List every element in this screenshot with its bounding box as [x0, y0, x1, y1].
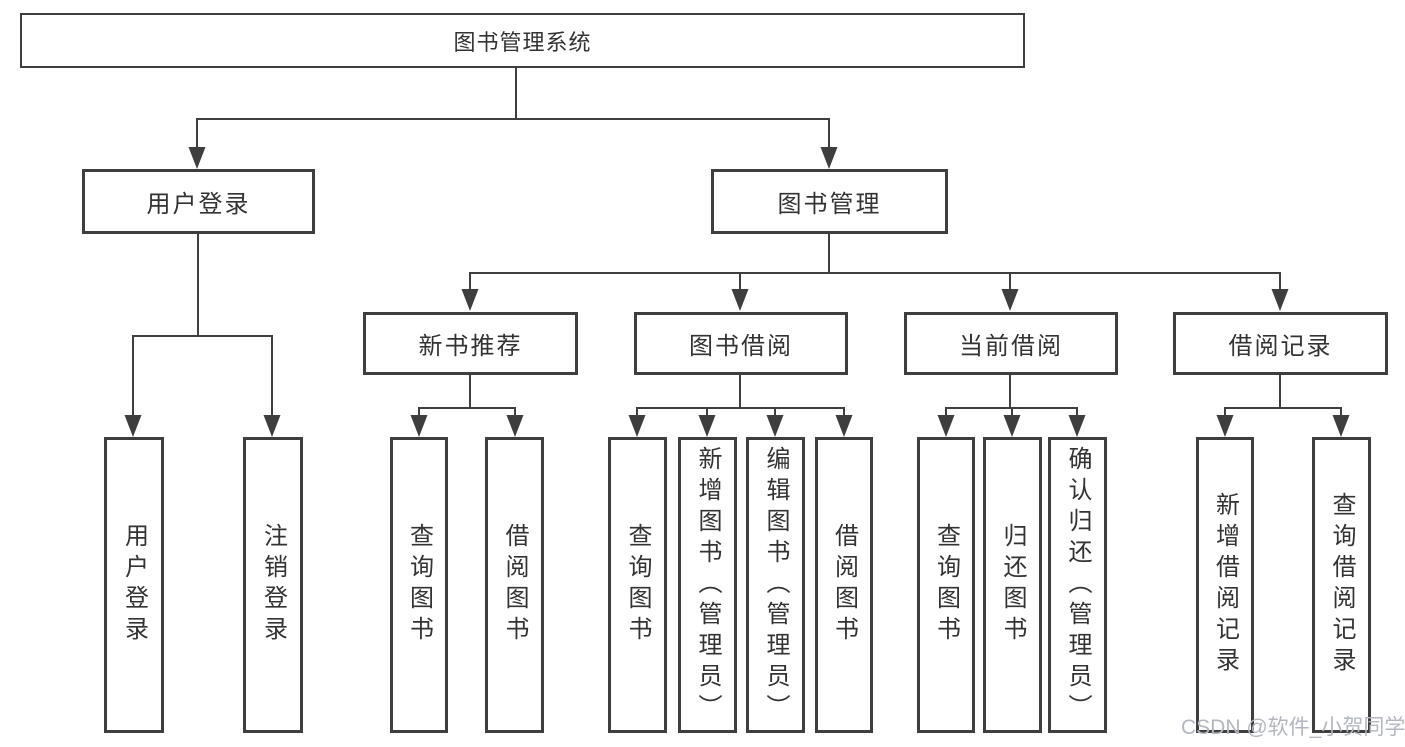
node-new-book-recommendation: 新书推荐	[363, 312, 578, 375]
arrow-down-icon	[188, 147, 206, 169]
node-label: 用户登录	[120, 523, 148, 647]
arrow-down-icon	[766, 415, 784, 437]
arrow-down-icon	[698, 415, 716, 437]
arrow-down-icon	[263, 415, 281, 437]
node-label: 图书管理	[777, 191, 882, 218]
leaf-query-books-recommend: 查询图书	[390, 437, 448, 733]
leaf-query-borrow-record: 查询借阅记录	[1312, 437, 1371, 733]
node-label: 新增图书（管理员）	[694, 445, 721, 725]
node-book-management: 图书管理	[711, 169, 948, 234]
node-library-management-system: 图书管理系统	[20, 13, 1025, 68]
arrow-down-icon	[1003, 415, 1021, 437]
node-label: 编辑图书（管理员）	[762, 445, 789, 725]
arrow-down-icon	[124, 415, 142, 437]
node-label: 借阅图书	[501, 523, 528, 647]
arrow-down-icon	[1068, 415, 1086, 437]
arrow-down-icon	[731, 289, 749, 311]
node-user-login: 用户登录	[82, 169, 315, 234]
arrow-down-icon	[628, 415, 646, 437]
leaf-query-books-borrowing: 查询图书	[608, 437, 667, 733]
leaf-add-books-admin: 新增图书（管理员）	[678, 437, 737, 733]
node-label: 确认归还（管理员）	[1064, 445, 1091, 725]
node-label: 当前借阅	[959, 333, 1063, 360]
arrow-down-icon	[506, 415, 524, 437]
leaf-borrow-books: 借阅图书	[815, 437, 873, 733]
leaf-user-login: 用户登录	[104, 437, 164, 733]
node-book-borrowing: 图书借阅	[634, 312, 848, 375]
node-label: 用户登录	[146, 191, 251, 218]
arrow-down-icon	[1332, 415, 1350, 437]
node-label: 新增借阅记录	[1211, 492, 1239, 678]
leaf-borrow-books-recommend: 借阅图书	[485, 437, 544, 733]
arrow-down-icon	[410, 415, 428, 437]
arrow-down-icon	[1001, 289, 1019, 311]
arrow-down-icon	[1216, 415, 1234, 437]
arrow-down-icon	[937, 415, 955, 437]
node-label: 归还图书	[999, 523, 1026, 647]
node-label: 查询借阅记录	[1328, 492, 1355, 678]
node-label: 图书管理系统	[453, 29, 592, 55]
leaf-logout-login: 注销登录	[243, 437, 303, 733]
node-label: 注销登录	[259, 523, 287, 647]
arrow-down-icon	[835, 415, 853, 437]
node-borrowing-records: 借阅记录	[1173, 312, 1388, 375]
node-label: 新书推荐	[418, 333, 523, 360]
node-label: 借阅图书	[830, 523, 858, 647]
arrow-down-icon	[461, 289, 479, 311]
node-label: 图书借阅	[689, 333, 793, 360]
node-label: 查询图书	[932, 523, 960, 647]
arrow-down-icon	[1271, 289, 1289, 311]
leaf-return-books: 归还图书	[983, 437, 1042, 733]
connector-lines	[132, 68, 1342, 433]
leaf-edit-books-admin: 编辑图书（管理员）	[746, 437, 805, 733]
csdn-watermark: CSDN @软件_小贺同学	[1181, 716, 1405, 739]
node-label: 查询图书	[405, 523, 433, 647]
arrow-down-icon	[820, 147, 838, 169]
leaf-query-books-current: 查询图书	[917, 437, 975, 733]
leaf-confirm-return-admin: 确认归还（管理员）	[1048, 437, 1107, 733]
node-current-borrowing: 当前借阅	[904, 312, 1118, 375]
node-label: 借阅记录	[1228, 333, 1333, 360]
node-label: 查询图书	[624, 523, 651, 647]
leaf-add-borrow-record: 新增借阅记录	[1196, 437, 1254, 733]
